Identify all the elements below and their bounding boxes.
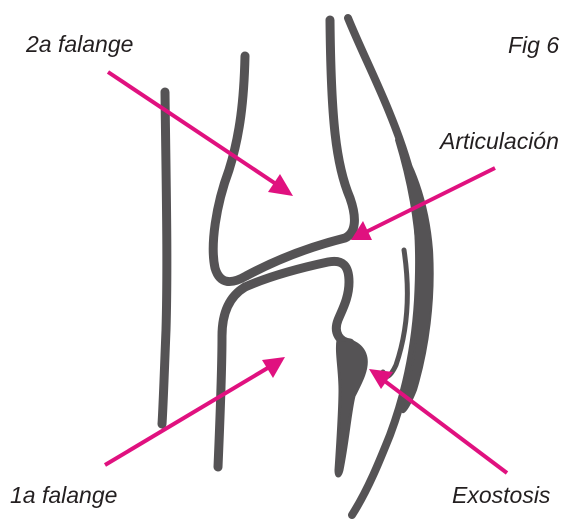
bone-outlines — [162, 18, 433, 515]
arrowhead-second-phalanx — [268, 174, 293, 196]
right-tendon-sheath — [396, 140, 433, 412]
label-exostosis: Exostosis — [452, 482, 551, 508]
arrow-first-phalanx — [105, 366, 271, 465]
label-first-phalanx: 1a falange — [10, 482, 117, 508]
arrow-joint — [366, 168, 495, 232]
left-outline — [162, 92, 167, 424]
exostosis-bump — [336, 340, 366, 476]
arrow-second-phalanx — [108, 72, 279, 186]
first-phalanx-left-edge — [218, 287, 245, 467]
arrow-exostosis — [382, 379, 507, 473]
second-phalanx-left-edge — [213, 20, 354, 282]
figure-label: Fig 6 — [508, 32, 559, 58]
label-second-phalanx: 2a falange — [25, 31, 133, 57]
label-joint: Articulación — [438, 128, 559, 154]
right-inner-edge — [383, 250, 407, 377]
first-phalanx-joint-surface — [245, 261, 350, 343]
